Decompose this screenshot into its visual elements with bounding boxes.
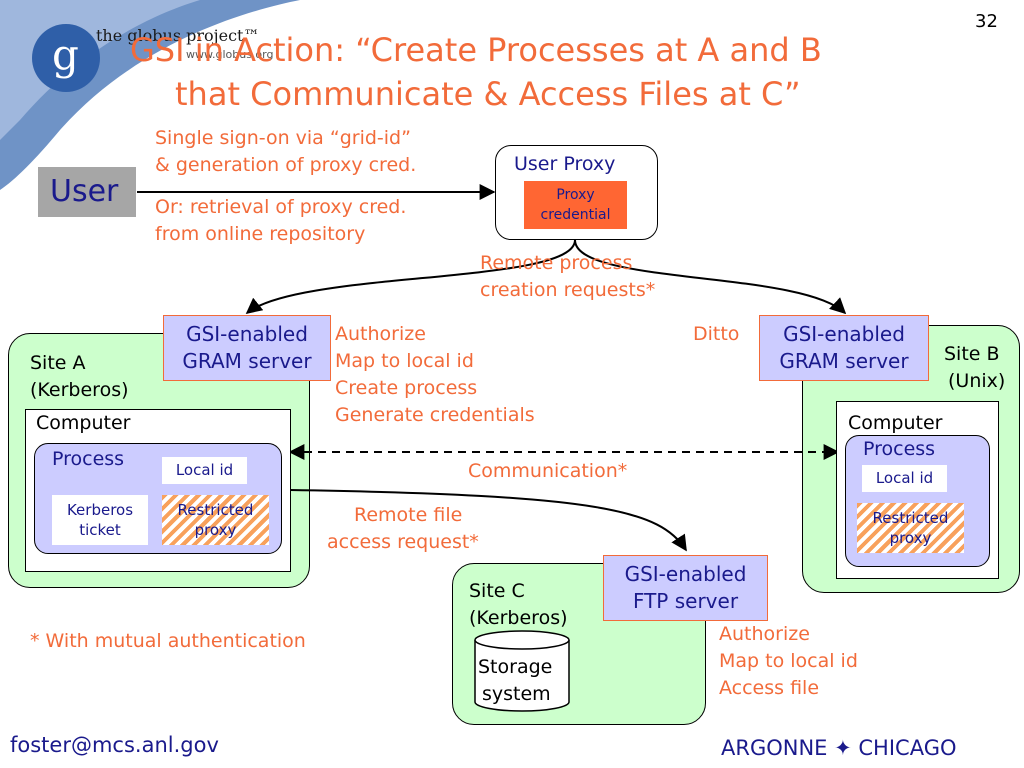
site-b-computer-label: Computer	[848, 412, 943, 434]
kerberos-line-2: ticket	[79, 521, 121, 539]
authorize-c-line-2: Map to local id	[719, 650, 858, 672]
user-box	[38, 167, 136, 217]
gram-b-line-1: GSI-enabled	[783, 322, 905, 346]
authorize-c-line-3: Access file	[719, 677, 820, 699]
site-b-local-id: Local id	[862, 465, 947, 492]
page-number: 32	[975, 11, 998, 32]
footer-email[interactable]: foster@mcs.anl.gov	[10, 733, 219, 757]
ditto-label: Ditto	[693, 323, 740, 345]
site-b-line-1: Site B	[944, 343, 1000, 365]
site-a-local-id-label: Local id	[175, 461, 234, 479]
signon-line-1: Single sign-on via “grid-id”	[155, 127, 411, 149]
storage-line-2: system	[482, 683, 551, 705]
site-a-restricted-proxy: Restricted proxy	[162, 495, 269, 545]
gram-a-line-2: GRAM server	[182, 349, 312, 373]
site-a-local-id: Local id	[162, 457, 247, 484]
logo-glyph: g	[52, 30, 79, 79]
remote-file-line-1: Remote file	[354, 504, 463, 526]
authorize-a-line-1: Authorize	[335, 323, 426, 345]
proxy-credential: Proxy credential	[523, 180, 628, 230]
proxy-credential-line-2: credential	[540, 207, 611, 223]
retrieval-line-2: from online repository	[155, 223, 366, 245]
authorize-a-line-4: Generate credentials	[335, 404, 535, 426]
gram-b-line-2: GRAM server	[779, 349, 909, 373]
site-b-restricted-proxy: Restricted proxy	[857, 503, 964, 553]
signon-line-2: & generation of proxy cred.	[155, 154, 417, 176]
site-b-restricted-line-1: Restricted	[872, 509, 949, 527]
retrieval-line-1: Or: retrieval of proxy cred.	[155, 196, 407, 218]
logo-url: www.globus.org	[186, 48, 274, 61]
gram-server-b: GSI-enabled GRAM server	[759, 315, 929, 381]
remote-process-line-2: creation requests*	[480, 279, 656, 301]
authorize-c-line-1: Authorize	[719, 623, 810, 645]
gram-a-line-1: GSI-enabled	[186, 322, 308, 346]
site-c-line-2: (Kerberos)	[469, 607, 568, 629]
proxy-credential-line-1: Proxy	[556, 187, 595, 203]
ftp-line-2: FTP server	[632, 589, 739, 613]
remote-process-line-1: Remote process	[480, 252, 633, 274]
site-b-local-id-label: Local id	[875, 469, 934, 487]
file-request-arrow	[289, 489, 687, 552]
site-a-line-2: (Kerberos)	[30, 379, 129, 401]
site-a-process-label: Process	[52, 448, 125, 470]
site-a-kerberos-ticket: Kerberos ticket	[52, 495, 148, 545]
kerberos-line-1: Kerberos	[66, 501, 134, 519]
site-a-line-1: Site A	[30, 352, 86, 374]
site-a-restricted-line-2: proxy	[194, 521, 237, 539]
authorize-a-line-2: Map to local id	[335, 350, 474, 372]
site-c-line-1: Site C	[469, 580, 525, 602]
user-proxy-label: User Proxy	[514, 153, 616, 175]
site-a-restricted-line-1: Restricted	[177, 501, 254, 519]
proxy-to-gram-a-arrow	[245, 239, 576, 315]
communication-label: Communication*	[468, 460, 628, 482]
title-line-1: GSI in Action: “Create Processes at A an…	[130, 31, 822, 69]
footer-org: ARGONNE ✦ CHICAGO	[721, 736, 957, 760]
gram-server-a: GSI-enabled GRAM server	[163, 315, 331, 381]
proxy-to-gram-b-arrow	[574, 239, 847, 315]
authorize-a-line-3: Create process	[335, 377, 478, 399]
user-label: User	[50, 174, 119, 209]
title-line-2: that Communicate & Access Files at C”	[175, 75, 801, 113]
site-a-computer-label: Computer	[36, 412, 131, 434]
footnote: * With mutual authentication	[30, 630, 306, 652]
site-b-restricted-line-2: proxy	[889, 529, 932, 547]
site-b-line-2: (Unix)	[948, 370, 1006, 392]
ftp-line-1: GSI-enabled	[624, 562, 747, 586]
site-b-process-label: Process	[863, 438, 936, 460]
logo-text: the globus project™	[96, 26, 260, 45]
ftp-server: GSI-enabled FTP server	[603, 555, 768, 621]
remote-file-line-2: access request*	[327, 531, 479, 553]
storage-line-1: Storage	[478, 656, 553, 678]
